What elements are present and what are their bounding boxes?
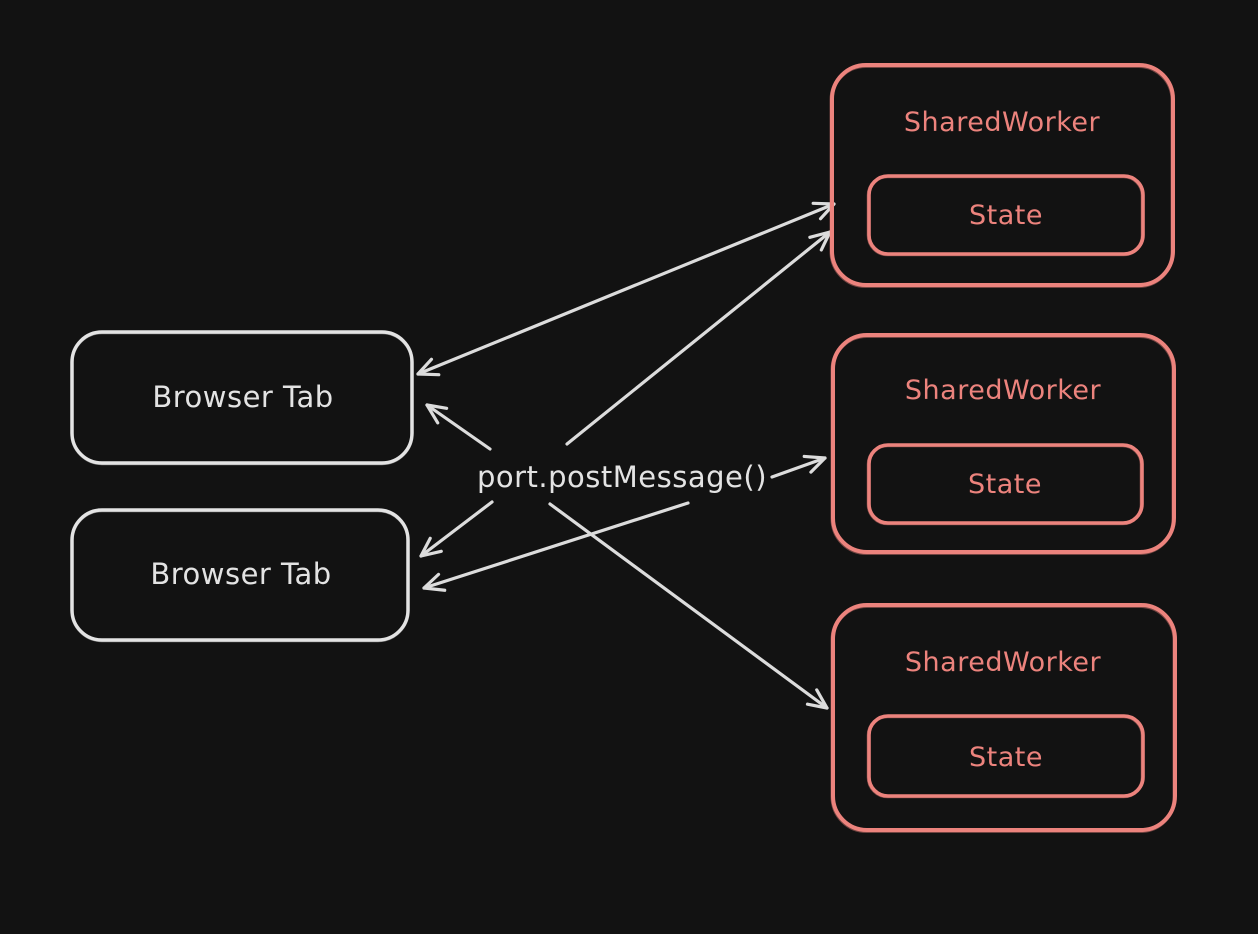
arrow-tab1-worker1-bidirectional bbox=[416, 201, 836, 377]
shared-worker-3-state-box bbox=[867, 714, 1145, 798]
arrow-label-to-worker2 bbox=[770, 454, 827, 479]
shared-worker-1-node: SharedWorker State bbox=[829, 63, 1175, 288]
shared-worker-1-state-box bbox=[867, 174, 1145, 256]
shared-worker-3-node: SharedWorker State bbox=[830, 603, 1177, 833]
shared-worker-2-title: SharedWorker bbox=[905, 375, 1102, 406]
shared-worker-2-node: SharedWorker State bbox=[830, 333, 1176, 555]
arrow-label-to-tab2-lower bbox=[422, 501, 690, 592]
arrow-label-to-tab1 bbox=[425, 403, 492, 451]
shared-worker-3-state-label: State bbox=[969, 742, 1043, 773]
shared-worker-1-title: SharedWorker bbox=[904, 107, 1101, 138]
shared-worker-2-box bbox=[831, 333, 1176, 554]
browser-tab-1-box bbox=[70, 330, 414, 465]
shared-worker-1-state-label: State bbox=[969, 200, 1043, 231]
browser-tab-2-node: Browser Tab bbox=[70, 508, 410, 643]
arrow-label-to-worker1 bbox=[565, 230, 832, 446]
browser-tab-2-label: Browser Tab bbox=[150, 557, 331, 591]
browser-tab-2-box bbox=[70, 508, 410, 642]
shared-worker-1-box bbox=[830, 63, 1175, 287]
arrow-label-to-worker3 bbox=[548, 502, 829, 710]
shared-worker-2-state-box bbox=[867, 443, 1144, 525]
shared-worker-2-state-label: State bbox=[968, 469, 1042, 500]
browser-tab-1-node: Browser Tab bbox=[70, 330, 414, 466]
port-postmessage-label: port.postMessage() bbox=[477, 460, 767, 494]
shared-worker-3-title: SharedWorker bbox=[905, 647, 1102, 678]
arrow-layer bbox=[416, 201, 836, 710]
browser-tab-1-label: Browser Tab bbox=[152, 380, 333, 414]
shared-worker-3-box bbox=[831, 603, 1177, 832]
arrow-label-to-tab2-upper bbox=[419, 500, 494, 558]
